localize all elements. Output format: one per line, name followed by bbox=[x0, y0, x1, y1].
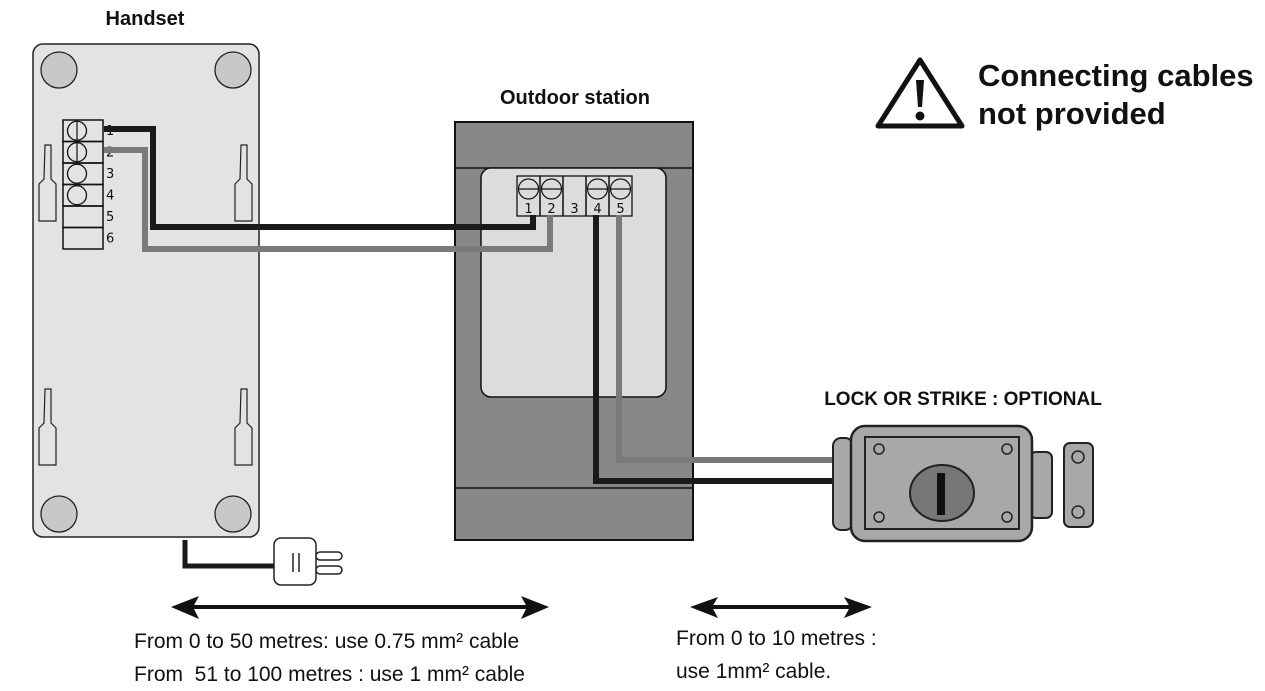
lock-label: LOCK OR STRIKE : OPTIONAL bbox=[824, 389, 1102, 410]
handset-body bbox=[32, 43, 260, 538]
wire-terminal-4 bbox=[593, 215, 836, 484]
screw-hole bbox=[214, 51, 252, 89]
distance-arrow-short bbox=[690, 597, 872, 618]
warning-text-line1: Connecting cables bbox=[978, 58, 1254, 93]
cable-note-short-line1: From 0 to 10 metres : bbox=[676, 627, 877, 650]
wire-terminal-1 bbox=[104, 126, 536, 230]
terminal-number: 1 bbox=[524, 202, 532, 217]
wire-terminal-5 bbox=[616, 215, 836, 463]
mounting-slot bbox=[234, 388, 253, 466]
terminal-number: 4 bbox=[593, 202, 601, 217]
screw-icon bbox=[66, 163, 88, 184]
lock-icon bbox=[832, 424, 1094, 543]
lock-bolt bbox=[1029, 451, 1053, 519]
terminal-number: 2 bbox=[547, 202, 555, 217]
handset-label: Handset bbox=[106, 8, 185, 30]
lock-face bbox=[864, 436, 1020, 530]
screw-hole bbox=[214, 495, 252, 533]
mounting-slot bbox=[234, 144, 253, 222]
outdoor-station-label: Outdoor station bbox=[500, 87, 650, 109]
distance-arrow-long bbox=[171, 596, 549, 619]
warning-triangle-icon bbox=[875, 57, 965, 129]
power-plug-icon bbox=[273, 537, 343, 586]
wire-terminal-2 bbox=[104, 147, 553, 252]
mounting-slot bbox=[38, 388, 57, 466]
terminal-number: 5 bbox=[106, 210, 114, 225]
handset-terminal: 6 bbox=[62, 226, 114, 250]
cable-note-long-line2: From 51 to 100 metres : use 1 mm² cable bbox=[134, 663, 525, 686]
terminal-number: 5 bbox=[616, 202, 624, 217]
terminal-number: 3 bbox=[570, 202, 578, 217]
screw-icon bbox=[66, 185, 88, 206]
power-cable bbox=[182, 540, 276, 569]
warning-text-line2: not provided bbox=[978, 96, 1166, 131]
terminal-number: 3 bbox=[106, 167, 114, 182]
terminal-number: 4 bbox=[106, 188, 114, 203]
terminal-number: 6 bbox=[106, 231, 114, 246]
keyhole bbox=[937, 473, 945, 515]
screw-hole bbox=[40, 51, 78, 89]
cable-note-short-line2: use 1mm² cable. bbox=[676, 660, 831, 683]
cable-note-long-line1: From 0 to 50 metres: use 0.75 mm² cable bbox=[134, 630, 519, 653]
strike-plate bbox=[1063, 442, 1094, 528]
mounting-slot bbox=[38, 144, 57, 222]
screw-hole bbox=[40, 495, 78, 533]
